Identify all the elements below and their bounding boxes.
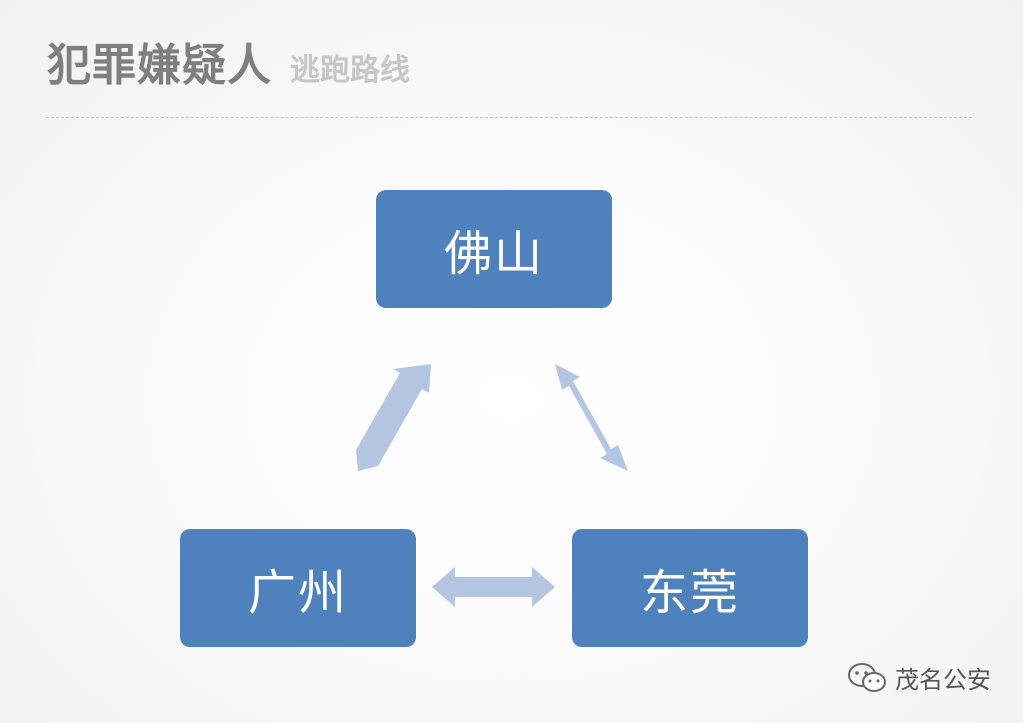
arrow-guangzhou-dongguan bbox=[432, 567, 555, 607]
page-title: 犯罪嫌疑人 bbox=[47, 40, 272, 91]
node-guangzhou: 广州 bbox=[180, 529, 416, 647]
page-subtitle: 逃跑路线 bbox=[290, 53, 410, 88]
node-foshan: 佛山 bbox=[376, 190, 612, 308]
node-dongguan: 东莞 bbox=[572, 529, 808, 647]
node-dongguan-label: 东莞 bbox=[639, 565, 740, 621]
header: 犯罪嫌疑人 逃跑路线 bbox=[47, 28, 410, 92]
node-guangzhou-label: 广州 bbox=[247, 565, 348, 621]
header-divider bbox=[46, 117, 972, 118]
arrow-guangzhou-foshan bbox=[356, 364, 431, 471]
watermark: 茂名公安 bbox=[847, 660, 991, 695]
watermark-text: 茂名公安 bbox=[895, 666, 991, 694]
wechat-icon bbox=[848, 662, 886, 692]
node-foshan-label: 佛山 bbox=[443, 226, 544, 282]
arrow-foshan-dongguan bbox=[555, 364, 628, 471]
